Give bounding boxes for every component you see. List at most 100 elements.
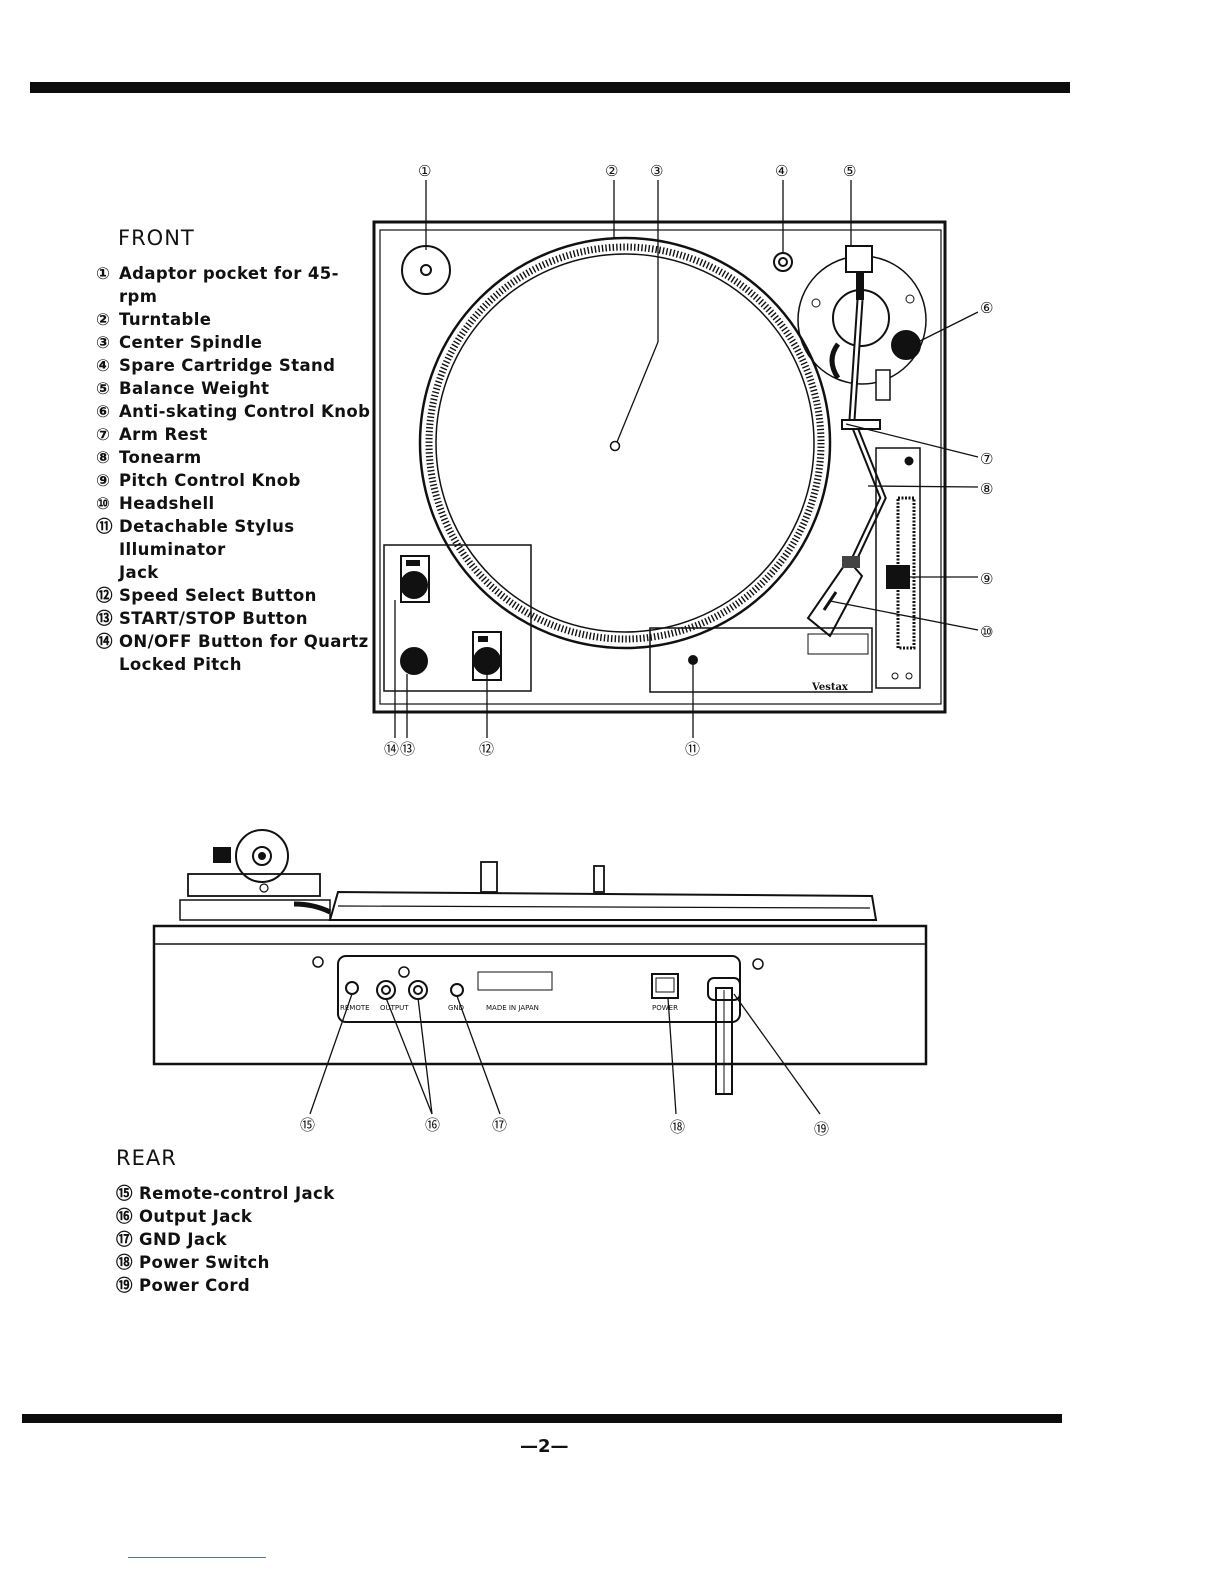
front-section-title: FRONT [118,226,195,250]
front-parts-list: ① Adaptor pocket for 45-rpm ② Turntable ③ Cen… [96,262,376,676]
front-part-item-label: Speed Select Button [119,586,317,605]
tonearm-icon [841,299,891,566]
front-part-item-number: ⑨ [96,471,111,490]
callout-18: ⑱ [670,1118,685,1136]
front-part-item: ⑬ START/STOP Button [96,607,376,630]
rear-output-label: OUTPUT [380,1004,409,1012]
callout-17: ⑰ [492,1116,507,1134]
front-part-item-number: ⑫ [96,586,113,605]
front-part-item-number: ⑥ [96,402,111,421]
rear-view-illustration [152,829,928,1095]
rear-tonearm-icon [179,829,332,921]
turntable-platter-icon [418,236,832,650]
tonearm-base-icon [797,245,927,385]
rear-power-label: POWER [652,1004,678,1012]
front-part-item-number: ① [96,264,111,283]
front-part-item: ⑪ Detachable Stylus Illuminator Jack [96,515,376,584]
callout-12: ⑫ [479,740,494,758]
front-part-item-label: Tonearm [119,448,202,467]
callout-7: ⑦ [980,450,993,468]
adaptor-pocket-icon [401,245,451,295]
callout-2: ② [605,162,618,180]
rear-part-item-label: Remote-control Jack [139,1184,335,1203]
rear-part-item: ⑱ Power Switch [116,1251,376,1274]
rear-part-item-label: Power Cord [139,1276,251,1295]
front-part-item-label: Headshell [119,494,215,513]
front-part-item-number: ⑧ [96,448,111,467]
front-part-item-number: ③ [96,333,111,352]
control-panel-icon [383,544,532,692]
callout-16: ⑯ [425,1116,440,1134]
front-part-item-label: Arm Rest [119,425,208,444]
rear-part-item: ⑰ GND Jack [116,1228,376,1251]
rear-part-item-label: Output Jack [139,1207,253,1226]
front-part-item-label: Detachable Stylus Illuminator Jack [119,517,295,582]
callout-15: ⑮ [300,1116,315,1134]
rear-part-item: ⑲ Power Cord [116,1274,376,1297]
front-part-item-label: Adaptor pocket for 45-rpm [119,264,339,306]
rear-made-in-label: MADE IN JAPAN [486,1004,539,1012]
front-part-item: ⑫ Speed Select Button [96,584,376,607]
front-part-item-label: START/STOP Button [119,609,308,628]
front-part-item-number: ⑭ [96,632,113,651]
rear-section-title: REAR [116,1146,177,1170]
callout-11: ⑪ [685,740,700,758]
callout-13: ⑬ [400,740,415,758]
callout-6: ⑥ [980,299,993,317]
rear-part-item-number: ⑲ [116,1276,133,1295]
front-part-item-label: Spare Cartridge Stand [119,356,336,375]
front-part-item-number: ④ [96,356,111,375]
rear-part-item-label: Power Switch [139,1253,270,1272]
rear-part-item: ⑮ Remote-control Jack [116,1182,376,1205]
front-part-item-number: ⑬ [96,609,113,628]
callout-10: ⑩ [980,623,993,641]
footer-line [128,1557,266,1558]
callout-19: ⑲ [814,1120,829,1138]
front-part-item: ⑩ Headshell [96,492,376,515]
callout-4: ④ [775,162,788,180]
front-part-item: ① Adaptor pocket for 45-rpm [96,262,376,308]
rear-panel-labels: REMOTE OUTPUT GND MADE IN JAPAN POWER [340,1004,678,1012]
front-part-item-label: Center Spindle [119,333,263,352]
front-part-item-label: ON/OFF Button for Quartz Locked Pitch [119,632,369,674]
spare-cartridge-stand-icon [773,252,793,272]
front-part-item-label: Balance Weight [119,379,270,398]
rear-remote-label: REMOTE [340,1004,370,1012]
rear-part-item-label: GND Jack [139,1230,228,1249]
page-number: —2— [520,1436,569,1457]
front-part-item: ⑥ Anti-skating Control Knob [96,400,376,423]
callout-8: ⑧ [980,480,993,498]
front-part-item-number: ⑩ [96,494,111,513]
bottom-rule [22,1414,1062,1423]
rear-gnd-label: GND [448,1004,464,1012]
front-part-item: ③ Center Spindle [96,331,376,354]
front-part-item-label: Anti-skating Control Knob [119,402,371,421]
callout-14: ⑭ [384,740,399,758]
headshell-icon [806,556,864,638]
callout-5: ⑤ [843,162,856,180]
front-part-item: ⑨ Pitch Control Knob [96,469,376,492]
front-part-item: ② Turntable [96,308,376,331]
front-part-item-number: ⑪ [96,517,113,536]
rear-leader-lines [309,993,821,1115]
brand-logo-front: Vestax [811,682,849,693]
front-part-item-number: ② [96,310,111,329]
rear-part-item-number: ⑱ [116,1253,133,1272]
front-part-item-label: Turntable [119,310,212,329]
rear-part-item-number: ⑰ [116,1230,133,1249]
top-rule [30,82,1070,93]
callout-9: ⑨ [980,570,993,588]
rear-part-item-number: ⑮ [116,1184,133,1203]
callout-3: ③ [650,162,663,180]
front-part-item-number: ⑤ [96,379,111,398]
front-leader-lines [394,180,979,738]
front-part-item: ⑧ Tonearm [96,446,376,469]
front-part-item: ④ Spare Cartridge Stand [96,354,376,377]
front-part-item-label: Pitch Control Knob [119,471,301,490]
callout-1: ① [418,162,431,180]
front-part-item: ⑭ ON/OFF Button for Quartz Locked Pitch [96,630,376,676]
front-part-item-number: ⑦ [96,425,111,444]
